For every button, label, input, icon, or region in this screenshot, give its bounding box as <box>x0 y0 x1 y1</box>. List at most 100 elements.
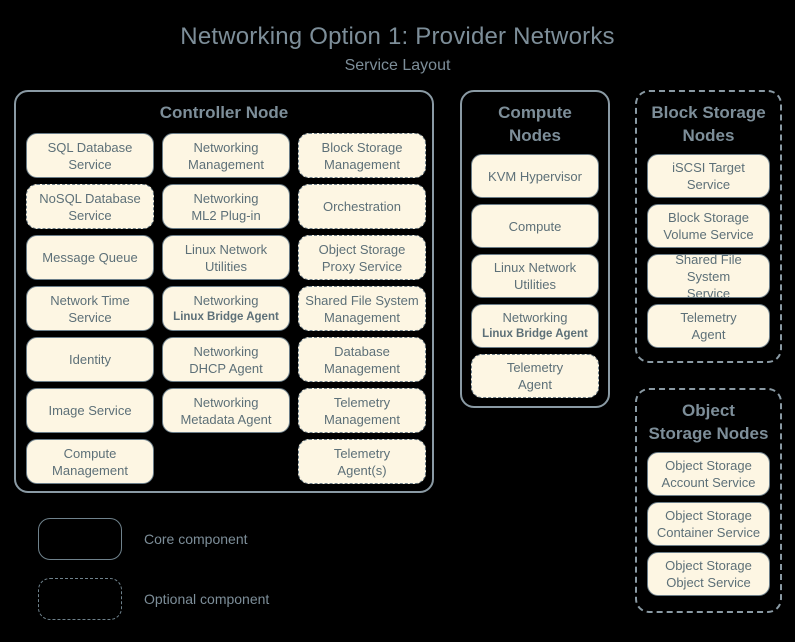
legend-swatch-optional <box>38 578 122 620</box>
service-box[interactable]: KVM Hypervisor <box>471 154 599 198</box>
service-label-line-1: Telemetry <box>506 360 564 375</box>
service-label-line-2: Utilities <box>205 258 247 274</box>
service-label-line-1: Compute <box>63 445 117 461</box>
service-label-line-1: Compute <box>508 218 562 234</box>
panel-title-block-storage-nodes: Block Storage Nodes <box>637 92 780 147</box>
panel-title-line-1: Block Storage <box>651 103 766 122</box>
service-label-line-1: Shared File System <box>675 251 742 284</box>
service-label-line-1: Object Storage <box>318 241 406 257</box>
panel-title-line-2: Nodes <box>509 126 561 145</box>
service-box[interactable]: Image Service <box>26 388 154 433</box>
legend-core: Core component <box>38 518 248 560</box>
service-label-line-2: Utilities <box>514 277 556 292</box>
legend-optional: Optional component <box>38 578 269 620</box>
service-label-line-2: Management <box>324 156 400 172</box>
service-box[interactable]: Identity <box>26 337 154 382</box>
service-label-line-1: Message Queue <box>42 250 138 265</box>
service-label-line-1: Networking <box>193 292 259 308</box>
service-label-line-1: SQL Database <box>47 139 133 155</box>
service-label-line-1: Networking <box>193 139 259 155</box>
service-label-line-1: Block Storage <box>668 210 749 225</box>
service-label-line-2: Agent(s) <box>337 462 387 478</box>
service-label-line-1: Object Storage <box>665 508 752 523</box>
service-box[interactable]: Message Queue <box>26 235 154 280</box>
service-label-line-1: Telemetry <box>333 394 391 410</box>
service-label-line-2: Management <box>188 156 264 172</box>
service-label-line-2: Service <box>686 177 731 192</box>
panel-title-line-1: Compute <box>498 103 572 122</box>
panel-title-line-2: Nodes <box>682 126 735 145</box>
service-label-line-2: Agent <box>518 377 552 392</box>
legend-label-optional: Optional component <box>144 591 270 607</box>
service-label-line-1: KVM Hypervisor <box>488 168 582 184</box>
page-subtitle: Service Layout <box>344 57 451 74</box>
service-label-line-2: Management <box>324 360 400 376</box>
service-box[interactable]: Compute <box>471 204 599 248</box>
service-label-line-2: Management <box>324 309 400 325</box>
service-label-line-2: Management <box>324 411 400 427</box>
service-label-line-2: Service <box>68 309 112 325</box>
service-label-line-1: Networking <box>193 190 259 206</box>
panel-title-line-2: Storage Nodes <box>648 424 769 443</box>
service-label-line-1: Shared File System <box>305 292 419 308</box>
service-label-line-1: Object Storage <box>665 558 752 573</box>
service-label-line-1: Network Time <box>50 292 130 308</box>
service-label-line-2: Service <box>686 285 731 301</box>
service-label-line-1: Telemetry <box>333 445 391 461</box>
service-label-line-2: Account Service <box>661 475 756 490</box>
service-label-line-1: Telemetry <box>680 310 737 325</box>
legend-swatch-core <box>38 518 122 560</box>
service-label-line-1: NoSQL Database <box>39 190 141 206</box>
service-label-line-2: DHCP Agent <box>189 360 263 376</box>
legend-label-core: Core component <box>144 531 248 547</box>
panel-title-controller-node: Controller Node <box>159 103 289 122</box>
service-label-line-1: Networking <box>193 343 259 359</box>
panel-title-object-storage-nodes: Object Storage Nodes <box>637 390 780 445</box>
service-label-line-1: Networking <box>502 310 568 325</box>
service-box[interactable]: Orchestration <box>298 184 426 229</box>
page-title: Networking Option 1: Provider Networks <box>180 23 615 50</box>
service-label-line-2: Service <box>68 207 112 223</box>
service-label-line-1: Networking <box>193 394 259 410</box>
service-label-line-2: Agent <box>691 327 726 342</box>
service-label-line-1: Object Storage <box>665 458 752 473</box>
service-label-line-2: Container Service <box>656 525 761 540</box>
service-label-line-2: Volume Service <box>663 227 754 242</box>
service-label-line-2: Service <box>68 156 112 172</box>
service-label-line-2: Linux Bridge Agent <box>173 310 279 323</box>
service-label-line-1: Linux Network <box>493 260 577 275</box>
